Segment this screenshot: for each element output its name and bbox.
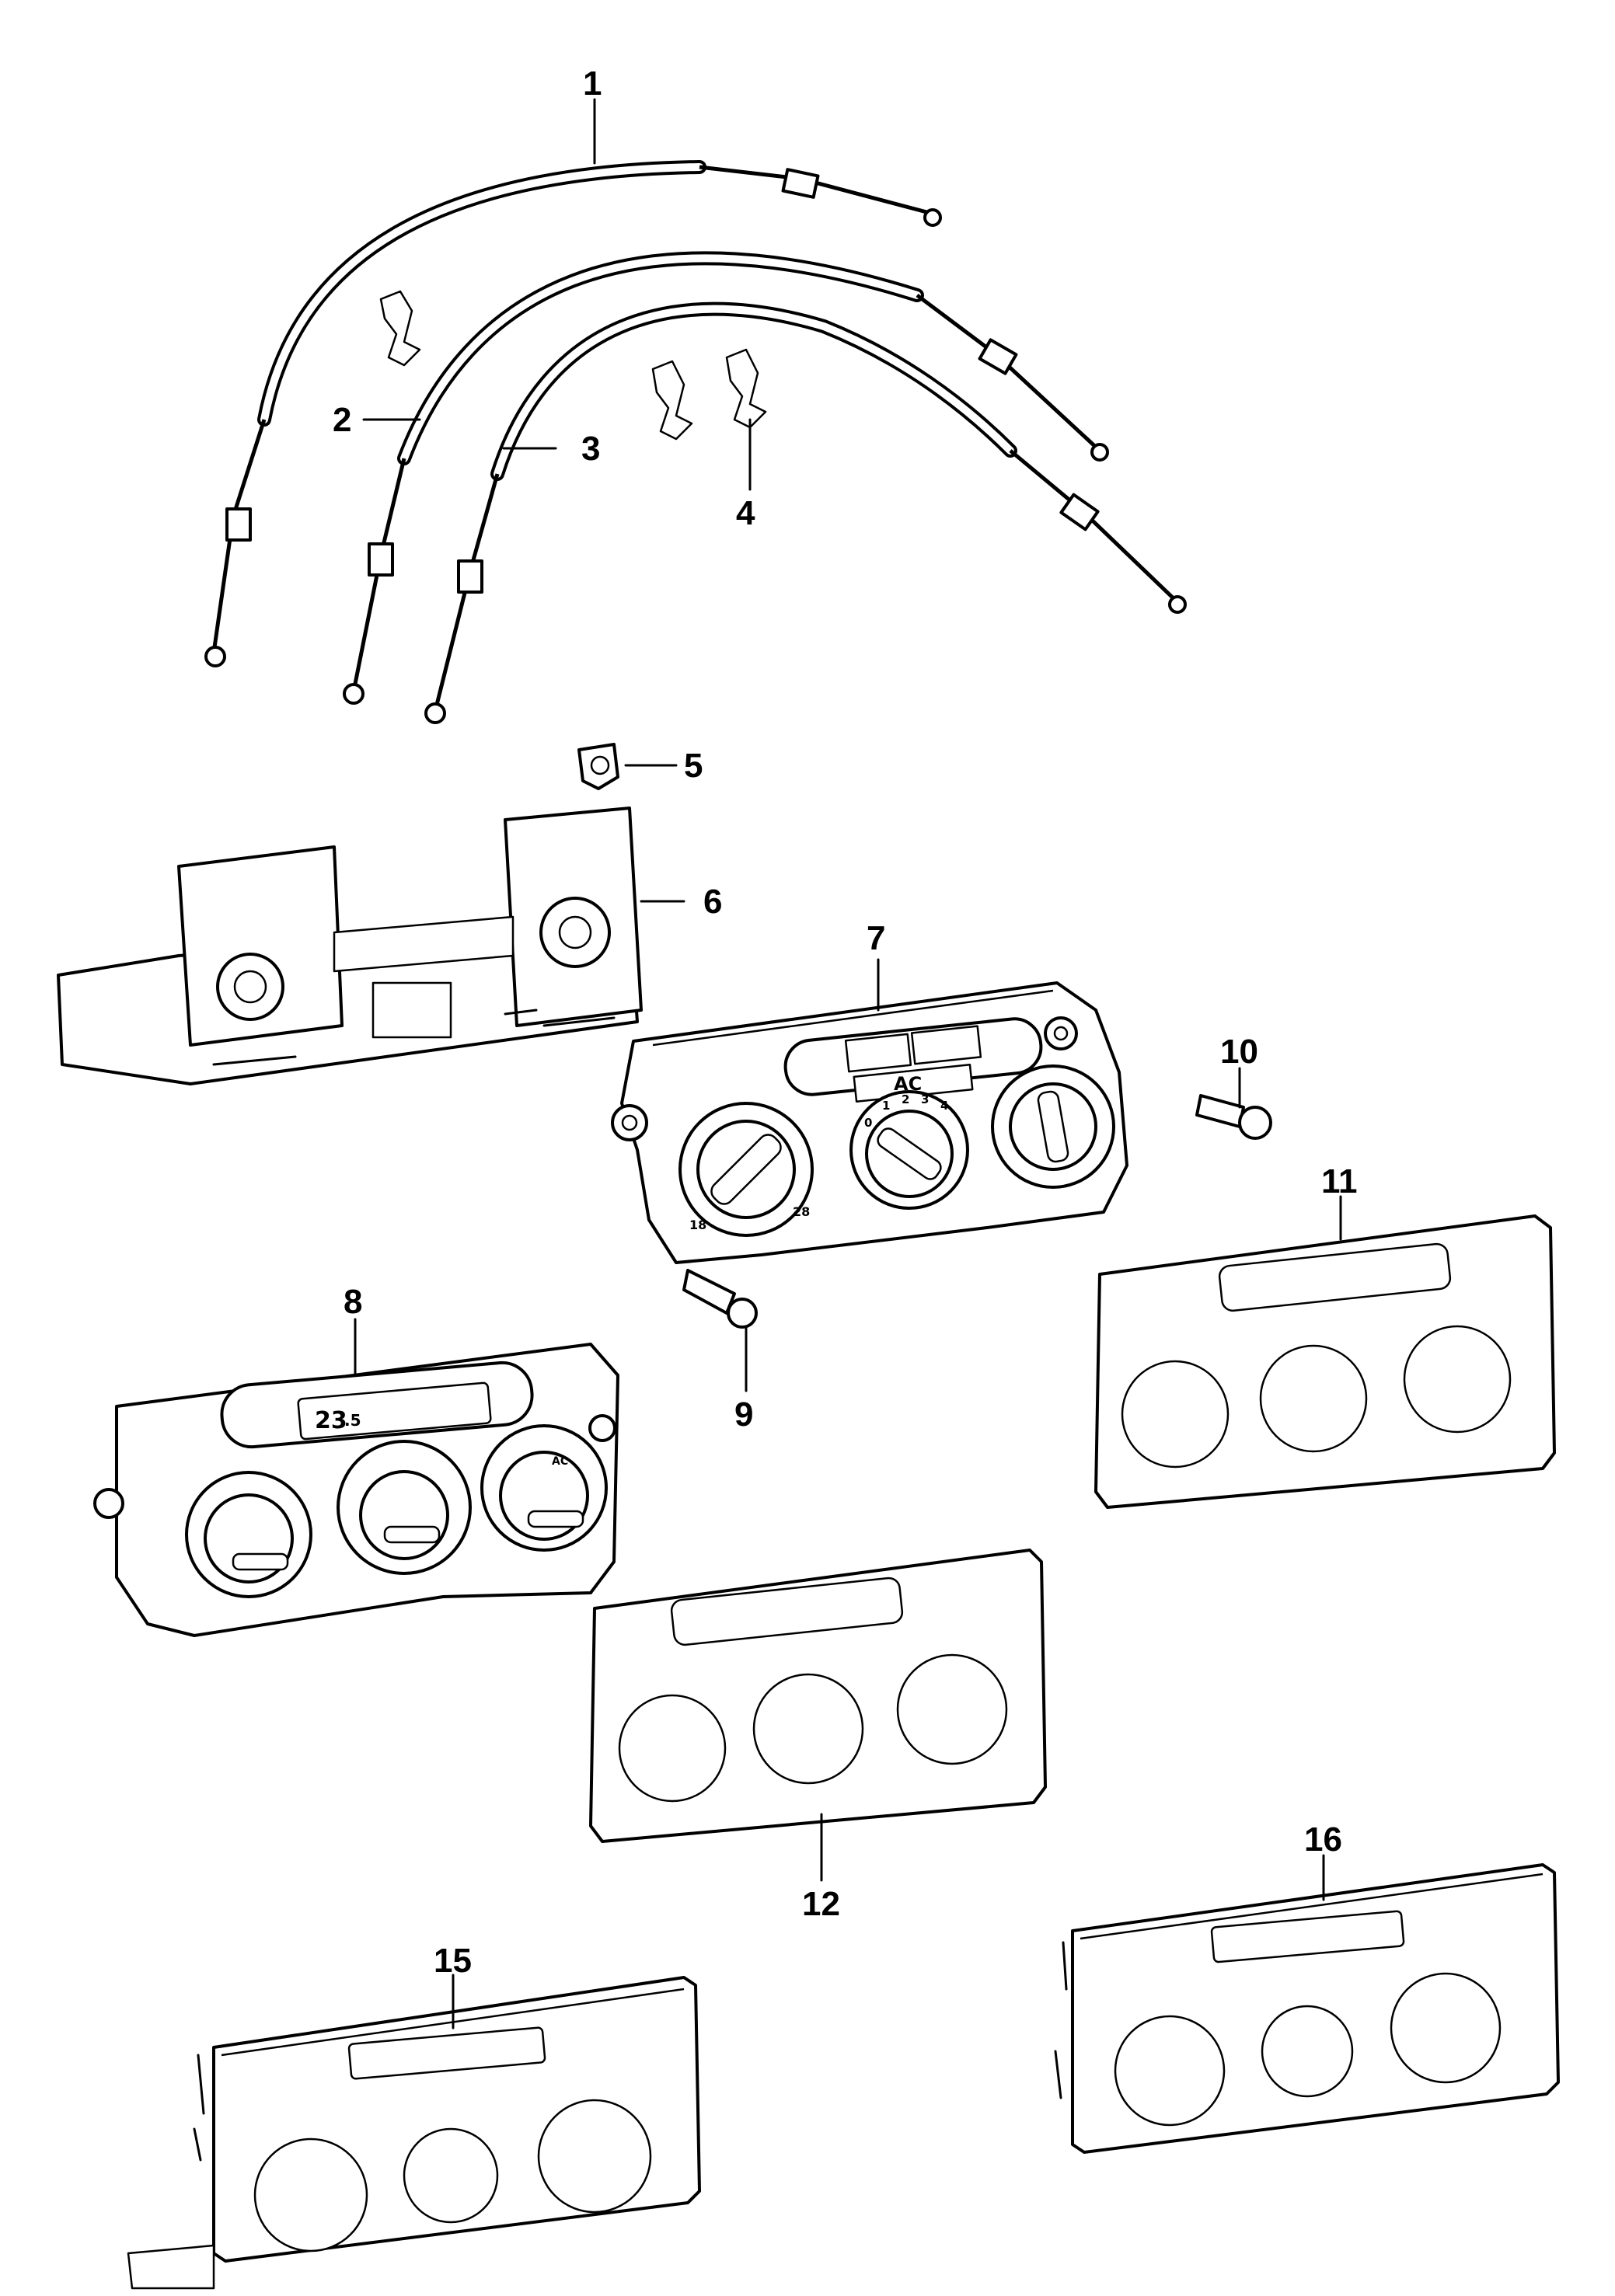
control-unit-7: AC 18 28 0 1 2 3 4 xyxy=(611,981,1128,1264)
callout-4: 4 xyxy=(736,494,755,532)
display-decimal-8: .5 xyxy=(344,1411,361,1430)
fan-4-label: 4 xyxy=(940,1099,948,1113)
fan-0-label: 0 xyxy=(864,1116,872,1130)
callout-11: 11 xyxy=(1321,1162,1358,1200)
cable-1 xyxy=(204,160,942,667)
callout-9: 9 xyxy=(734,1395,753,1434)
bezel-15 xyxy=(127,1976,701,2290)
trim-panel-11 xyxy=(1094,1214,1556,1509)
callout-1: 1 xyxy=(583,64,602,103)
screw-9 xyxy=(682,1269,758,1329)
bracket-5 xyxy=(577,743,619,790)
ac-label-8: AC xyxy=(552,1455,568,1468)
screw-10 xyxy=(1195,1094,1272,1140)
temp-high-label: 28 xyxy=(793,1204,810,1219)
leader-lines xyxy=(354,98,1342,2029)
callout-3: 3 xyxy=(581,430,600,468)
bezel-16 xyxy=(1054,1863,1560,2154)
cable-3 xyxy=(424,301,1187,724)
fan-1-label: 1 xyxy=(882,1099,890,1113)
cable-2 xyxy=(343,251,1109,705)
clip-4-c xyxy=(725,348,767,429)
fan-2-label: 2 xyxy=(902,1092,909,1106)
callout-7: 7 xyxy=(867,919,885,957)
callout-labels: 1 2 3 4 5 6 7 8 9 10 11 12 15 16 xyxy=(333,64,1358,1980)
control-unit-8: 23 .5 AC xyxy=(93,1343,619,1637)
callout-10: 10 xyxy=(1220,1033,1258,1071)
callout-16: 16 xyxy=(1304,1820,1342,1859)
display-temp-8: 23 xyxy=(315,1407,347,1434)
clip-4-a xyxy=(379,290,421,367)
mounting-frame-6 xyxy=(57,807,643,1085)
callout-15: 15 xyxy=(434,1942,472,1980)
callout-12: 12 xyxy=(802,1885,840,1923)
temp-low-label: 18 xyxy=(689,1218,706,1232)
callout-2: 2 xyxy=(333,401,351,439)
fan-3-label: 3 xyxy=(921,1092,929,1106)
callout-6: 6 xyxy=(703,883,722,921)
callout-8: 8 xyxy=(344,1283,362,1321)
trim-panel-12 xyxy=(589,1549,1047,1843)
clip-4-b xyxy=(651,360,693,441)
callout-5: 5 xyxy=(684,747,703,785)
